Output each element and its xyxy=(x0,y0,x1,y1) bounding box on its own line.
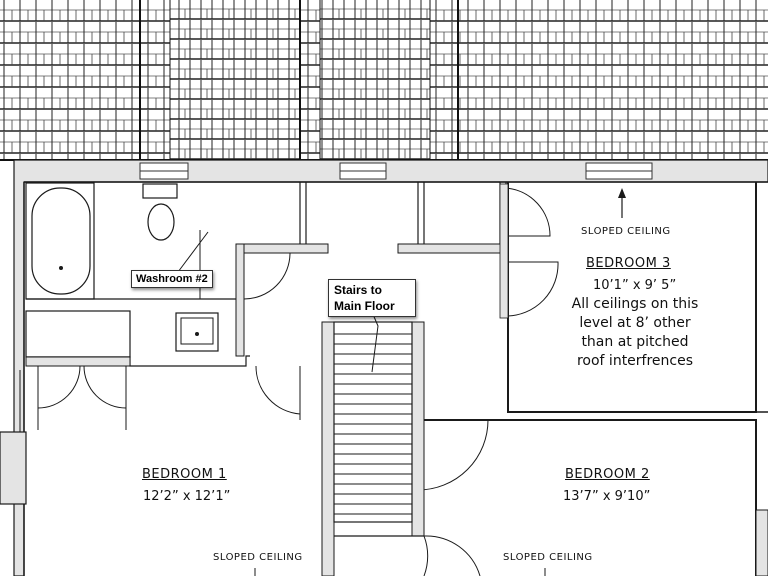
washroom-leader xyxy=(177,231,209,273)
sloped-ceiling-label-bedroom2: SLOPED CEILING xyxy=(503,552,593,563)
bedroom1-dimensions: 12’2” x 12’1” xyxy=(143,489,231,504)
staircase xyxy=(321,321,481,576)
bedroom3-dimensions: 10’1” x 9’ 5” xyxy=(593,278,677,293)
sloped-ceiling-label-bedroom3: SLOPED CEILING xyxy=(581,226,671,237)
bedroom2-name: BEDROOM 2 xyxy=(565,467,650,482)
bedroom3-name: BEDROOM 3 xyxy=(586,256,671,271)
ceiling-note-line: than at pitched xyxy=(581,334,689,350)
ceiling-note-line: level at 8’ other xyxy=(579,315,691,331)
ceiling-note-line: roof interfrences xyxy=(576,353,694,369)
closet-bedroom1 xyxy=(25,310,250,430)
washroom xyxy=(25,182,245,357)
exterior-walls xyxy=(0,159,768,576)
bedroom2-dimensions: 13’7” x 9’10” xyxy=(563,489,651,504)
stairs-callout-line1: Stairs to xyxy=(334,283,383,297)
washroom-callout: Washroom #2 xyxy=(131,270,213,288)
bedroom3-walls xyxy=(499,182,757,413)
sloped-ceiling-label-bedroom1: SLOPED CEILING xyxy=(213,552,303,563)
ceiling-note-line: All ceilings on this xyxy=(571,296,699,312)
stairs-callout: Stairs to Main Floor xyxy=(328,279,416,317)
bedroom2-walls xyxy=(417,411,768,576)
hallway-walls xyxy=(243,182,559,420)
stairs-callout-line2: Main Floor xyxy=(334,299,395,313)
ceiling-note: All ceilings on this level at 8’ other t… xyxy=(560,295,710,371)
bedroom1-name: BEDROOM 1 xyxy=(142,467,227,482)
roof-shingles xyxy=(0,0,768,161)
